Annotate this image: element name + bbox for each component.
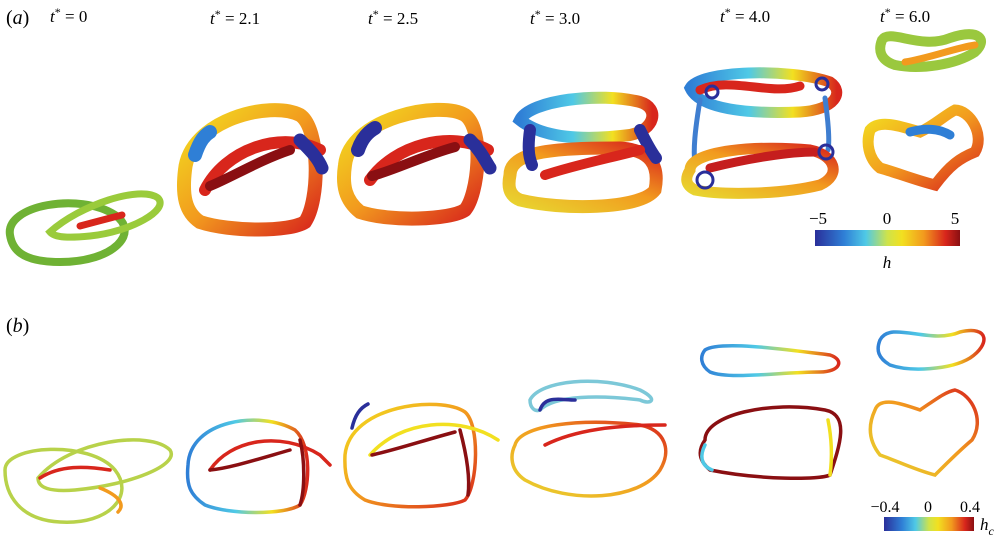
colorbar-hc: −0.4 0 0.4 hc [870,499,994,538]
time-label-4: t* = 4.0 [720,5,770,26]
svg-text:(b): (b) [6,315,29,337]
centerline-t21 [185,418,332,515]
tube-t60 [862,29,986,192]
colorbar-hc-tick-max: 0.4 [960,499,980,516]
colorbar-hc-label: hc [980,515,995,538]
colorbar-h: −5 0 5 h [809,209,960,272]
time-label-2: t* = 2.5 [368,7,418,28]
time-labels: t* = 0 t* = 2.1 t* = 2.5 t* = 3.0 t* = 4… [50,5,930,28]
colorbar-h-gradient [815,230,960,246]
centerline-t60 [868,328,986,477]
tube-t40 [681,67,843,199]
colorbar-h-label: h [883,253,892,272]
centerline-t25 [343,402,500,509]
time-label-3: t* = 3.0 [530,7,580,28]
colorbar-h-tick-max: 5 [951,209,960,228]
centerline-t40 [698,343,843,481]
tube-t0 [5,190,164,267]
svg-text:(a): (a) [6,7,29,29]
colorbar-hc-gradient [884,517,974,531]
tube-t21 [176,103,329,237]
colorbar-h-tick-min: −5 [809,209,827,228]
tube-t30 [502,91,663,214]
panel-a-label: (a) [6,7,29,29]
time-label-1: t* = 2.1 [210,7,260,28]
centerline-t0 [3,438,173,524]
colorbar-hc-tick-mid: 0 [924,499,932,516]
tube-t25 [336,102,497,226]
colorbar-h-tick-mid: 0 [883,209,892,228]
colorbar-hc-tick-min: −0.4 [870,499,899,516]
time-label-5: t* = 6.0 [880,5,930,26]
time-label-0: t* = 0 [50,5,87,26]
centerline-t30 [510,379,668,498]
panel-b-label: (b) [6,315,29,337]
